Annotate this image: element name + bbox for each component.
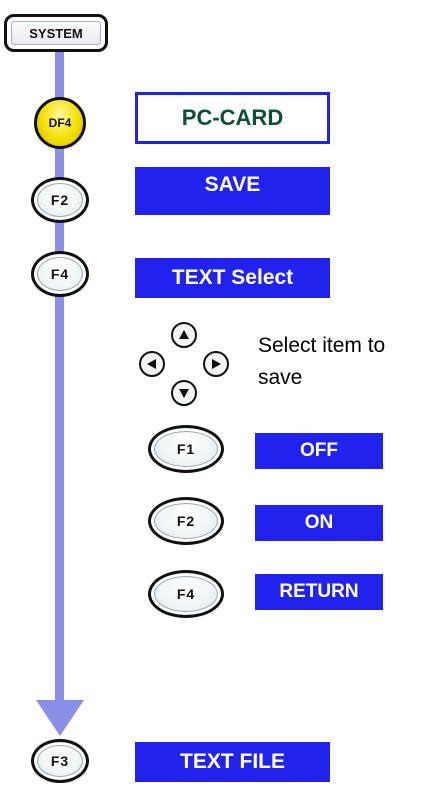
cursor-right-key[interactable] [203, 351, 229, 377]
left-arrow-icon [147, 359, 156, 369]
down-arrow-icon [179, 389, 189, 398]
cursor-instruction: Select item to save [258, 334, 386, 389]
save-label: SAVE [135, 167, 330, 215]
f1-option-key[interactable]: F1 [148, 425, 224, 473]
off-option-label: OFF [255, 433, 383, 469]
up-arrow-icon [179, 330, 189, 339]
flow-arrow-head [36, 700, 84, 736]
f3-key[interactable]: F3 [31, 739, 89, 783]
pc-card-label: PC-CARD [135, 92, 330, 144]
cursor-left-key[interactable] [139, 351, 165, 377]
system-key[interactable]: SYSTEM [4, 14, 108, 52]
on-option-label: ON [255, 505, 383, 541]
cursor-down-key[interactable] [171, 380, 197, 406]
text-select-label: TEXT Select [135, 258, 330, 298]
f4-option-key[interactable]: F4 [148, 570, 224, 618]
text-file-label: TEXT FILE [135, 742, 330, 782]
cursor-keys [137, 320, 233, 416]
df4-key[interactable]: DF4 [34, 97, 86, 149]
f4-key[interactable]: F4 [31, 251, 89, 297]
cursor-up-key[interactable] [171, 322, 197, 348]
return-option-label: RETURN [255, 574, 383, 610]
flow-line-top [55, 52, 64, 272]
f2-key[interactable]: F2 [31, 177, 89, 223]
f2-option-key[interactable]: F2 [148, 497, 224, 545]
right-arrow-icon [212, 359, 221, 369]
flow-line-main [55, 270, 64, 708]
